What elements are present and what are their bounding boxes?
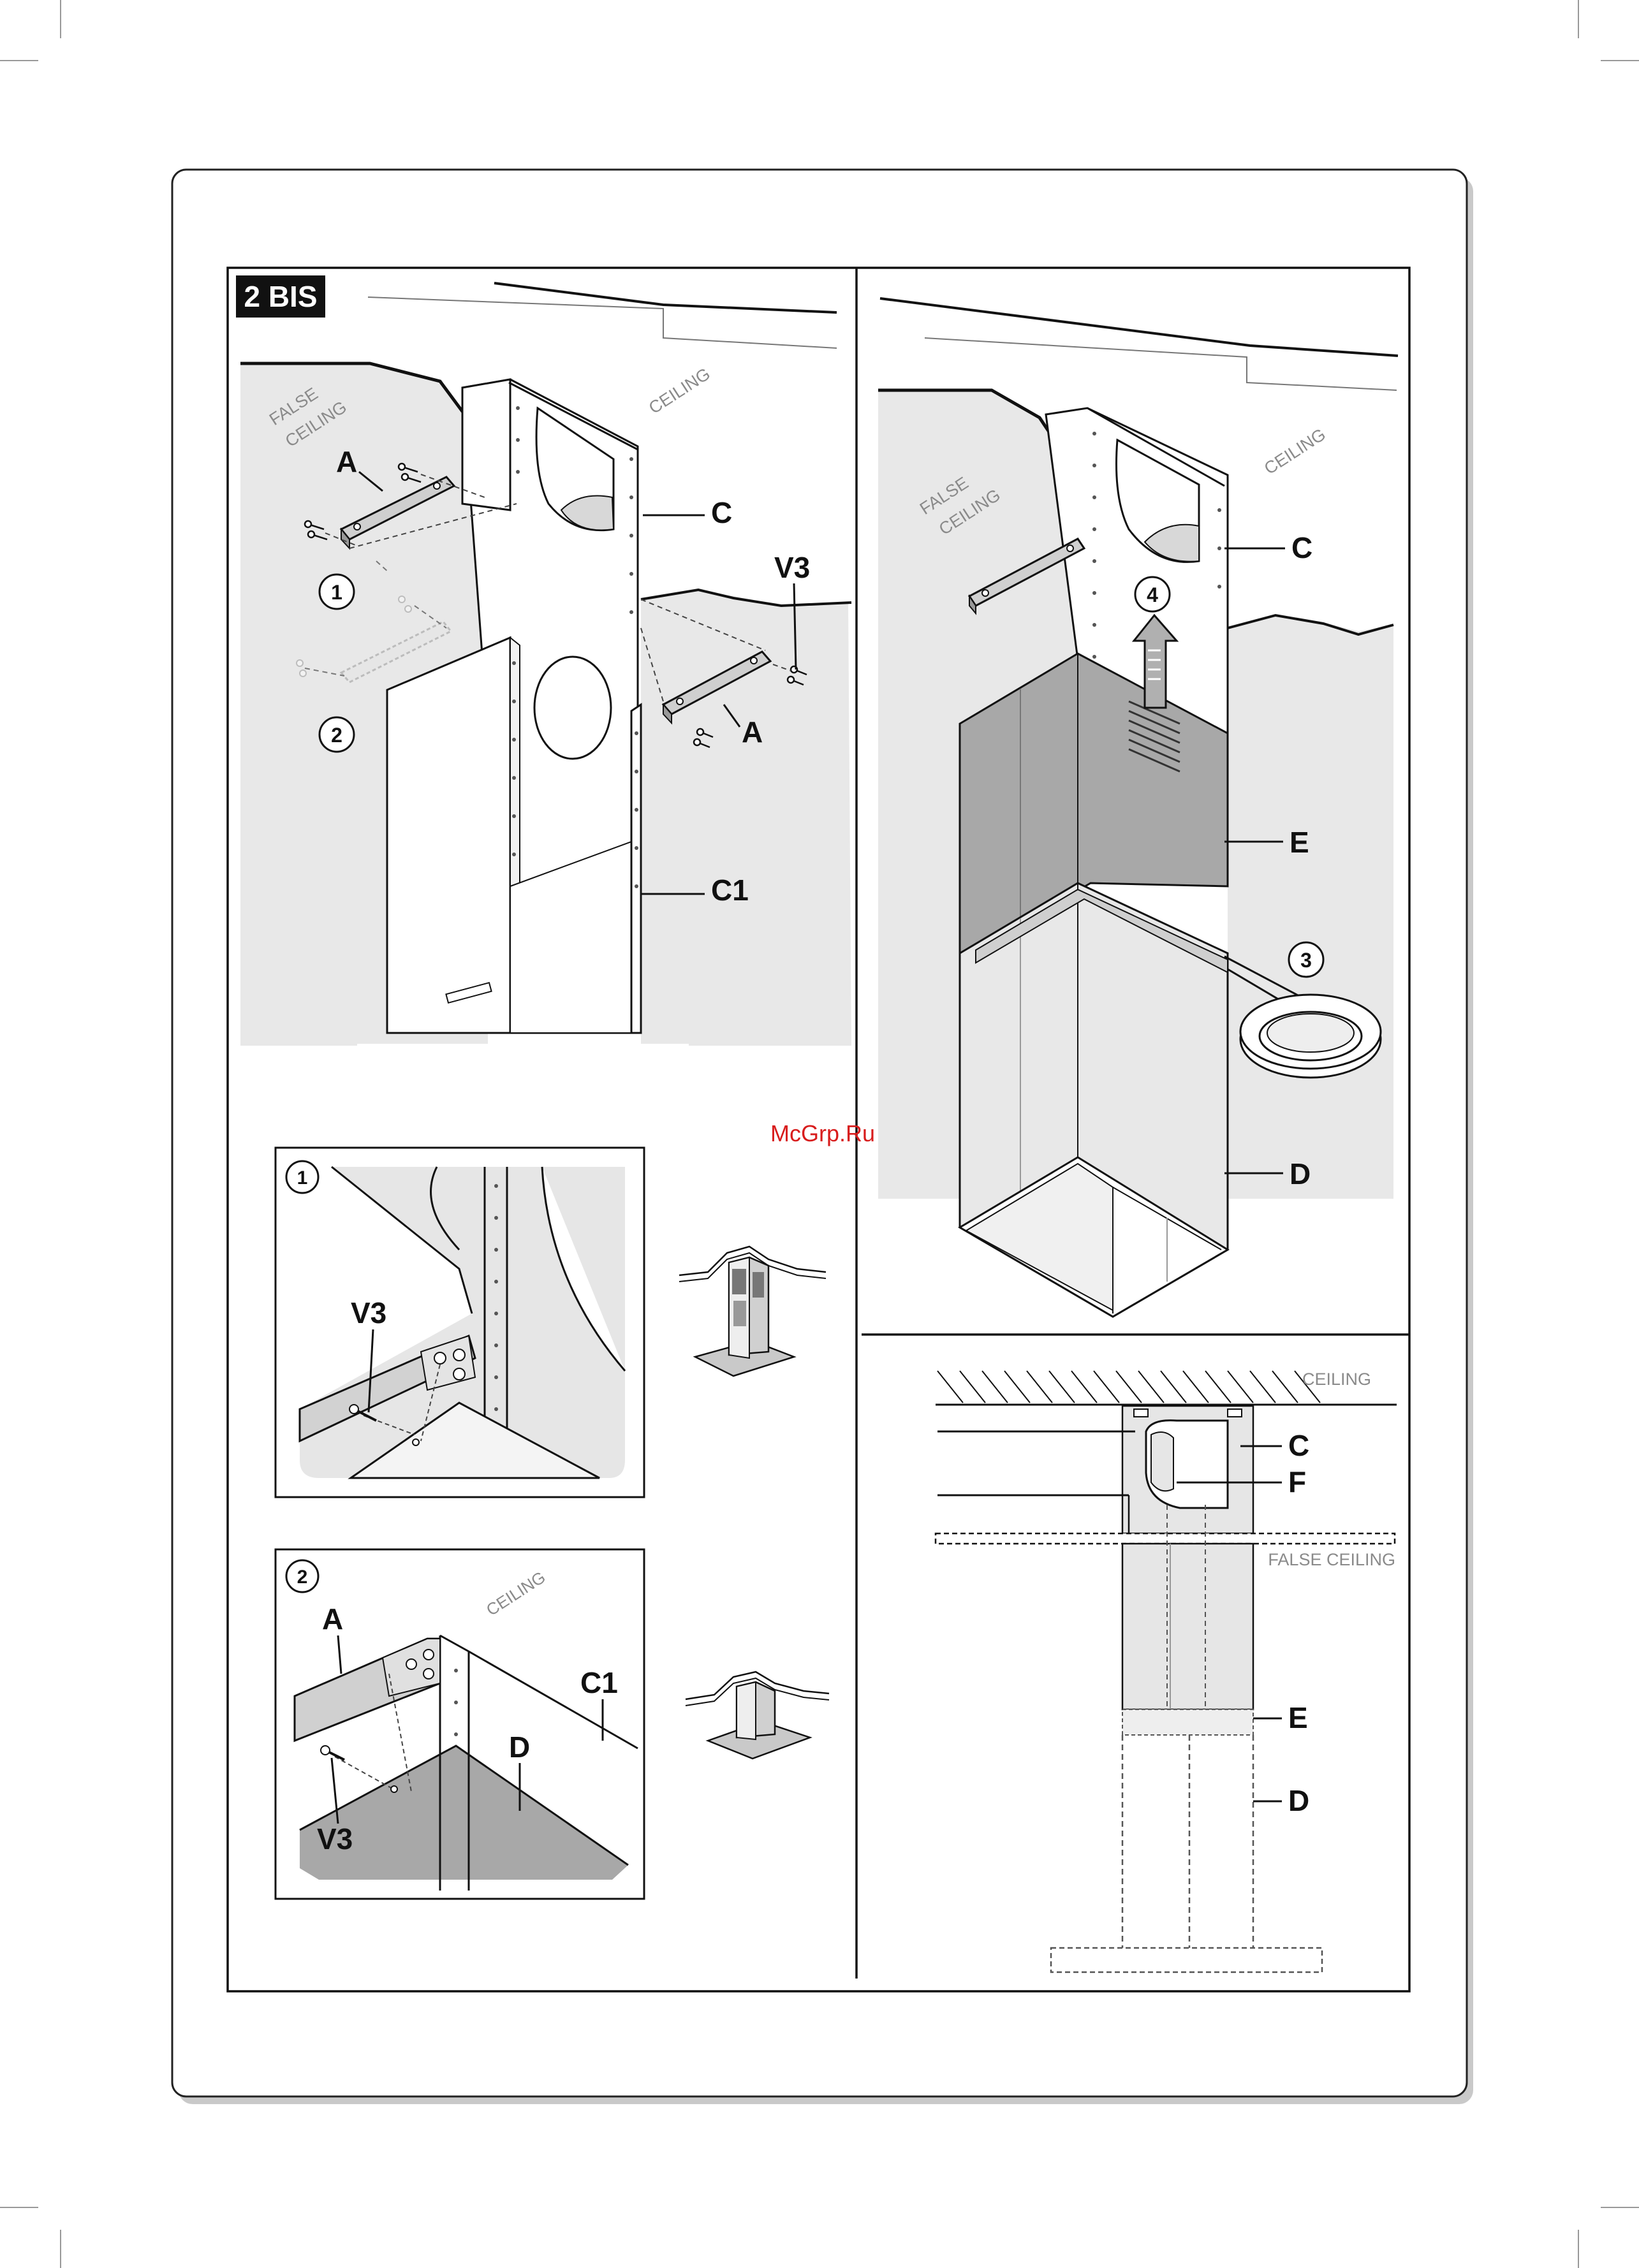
ceiling-area-right [1228,615,1393,1199]
label-a-left: A [336,445,357,478]
detail1-label-v3: V3 [351,1296,386,1329]
duct-collar [1240,995,1381,1078]
watermark: McGrp.Ru [770,1120,875,1146]
detail-1: V3 1 [276,1148,644,1497]
label-a-right: A [742,715,763,749]
vent-hole-lower [534,657,611,759]
right-label-c: C [1291,531,1312,564]
step-marker-1-text: 1 [331,581,342,604]
section-hood-body [1051,1948,1322,1972]
right-label-d: D [1290,1157,1311,1190]
section-label-e: E [1288,1701,1308,1734]
ceiling-area [641,590,851,1046]
right-label-e: E [1290,826,1309,859]
step-marker-3-text: 3 [1300,949,1312,972]
step-marker-2-text: 2 [331,724,342,747]
detail2-label-c1: C1 [580,1666,618,1699]
detail-2: CEILING A C1 D V3 2 [276,1549,644,1899]
step-badge-text: 2 BIS [244,280,317,313]
step-marker-4-text: 4 [1147,583,1158,606]
detail2-label-v3: V3 [317,1822,353,1855]
label-c: C [711,496,732,529]
detail2-step-marker-text: 2 [297,1567,308,1588]
detail2-label-a: A [322,1602,343,1635]
detail1-step-marker-text: 1 [297,1167,308,1189]
label-c1: C1 [711,874,749,907]
section-chimney-e [1122,1544,1253,1709]
section-label-d: D [1288,1784,1309,1817]
label-v3-top: V3 [774,551,810,584]
section-ceiling-word: CEILING [1302,1370,1371,1389]
detail2-label-d: D [509,1730,530,1764]
section-false-ceiling-word: FALSE CEILING [1268,1550,1395,1569]
section-label-f: F [1288,1465,1306,1498]
section-label-c: C [1288,1429,1309,1462]
